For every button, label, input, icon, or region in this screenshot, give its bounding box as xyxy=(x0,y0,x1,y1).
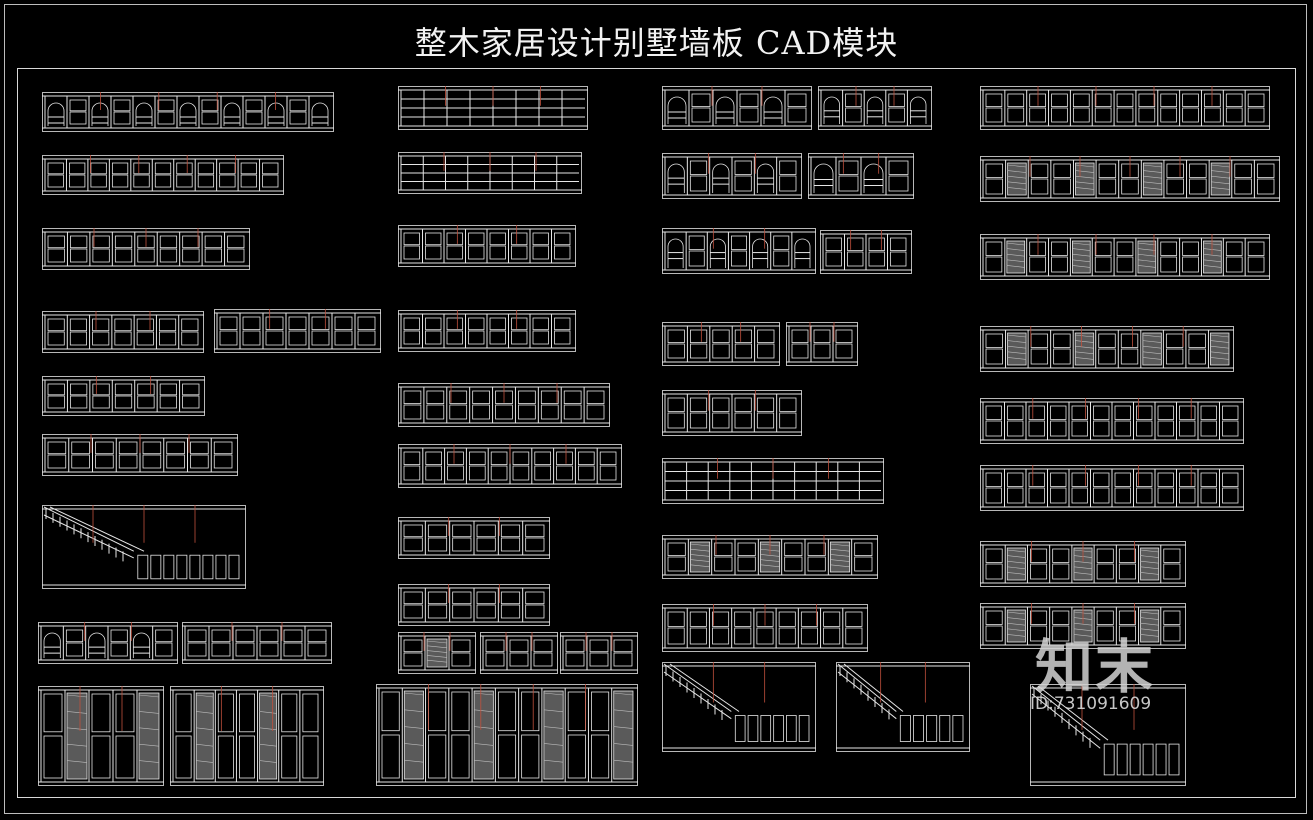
wall-elevation-21 xyxy=(398,632,476,674)
wall-elevation-13 xyxy=(398,86,588,130)
wall-elevation-35 xyxy=(662,535,878,579)
wall-elevation-18 xyxy=(398,444,622,488)
wall-elevation-37 xyxy=(662,662,816,752)
wall-elevation-16 xyxy=(398,310,576,352)
wall-elevation-45 xyxy=(980,541,1186,587)
wall-elevation-32 xyxy=(786,322,858,366)
wall-elevation-36 xyxy=(662,604,868,652)
wall-elevation-39 xyxy=(980,86,1270,130)
wall-elevation-31 xyxy=(662,322,780,366)
wall-elevation-44 xyxy=(980,465,1244,511)
wall-elevation-46 xyxy=(980,603,1186,649)
drawing-frame xyxy=(17,68,1296,798)
wall-elevation-15 xyxy=(398,225,576,267)
wall-elevation-33 xyxy=(662,390,802,436)
wall-elevation-3 xyxy=(42,228,250,270)
wall-elevation-26 xyxy=(818,86,932,130)
wall-elevation-42 xyxy=(980,326,1234,372)
wall-elevation-14 xyxy=(398,152,582,194)
wall-elevation-17 xyxy=(398,383,610,427)
wall-elevation-5 xyxy=(214,309,381,353)
wall-elevation-22 xyxy=(480,632,558,674)
wall-elevation-4 xyxy=(42,311,204,353)
wall-elevation-34 xyxy=(662,458,884,504)
wall-elevation-1 xyxy=(42,92,334,132)
wall-elevation-8 xyxy=(42,505,246,589)
wall-elevation-40 xyxy=(980,156,1280,202)
wall-elevation-9 xyxy=(38,622,178,664)
wall-elevation-19 xyxy=(398,517,550,559)
wall-elevation-2 xyxy=(42,155,284,195)
wall-elevation-47 xyxy=(1030,684,1186,786)
watermark-logo: 知末 xyxy=(1035,633,1156,701)
wall-elevation-28 xyxy=(808,153,914,199)
wall-elevation-10 xyxy=(182,622,332,664)
wall-elevation-7 xyxy=(42,434,238,476)
watermark-id: ID:731091609 xyxy=(1030,694,1152,714)
wall-elevation-38 xyxy=(836,662,970,752)
wall-elevation-27 xyxy=(662,153,802,199)
wall-elevation-43 xyxy=(980,398,1244,444)
wall-elevation-11 xyxy=(38,686,164,786)
wall-elevation-25 xyxy=(662,86,812,130)
wall-elevation-41 xyxy=(980,234,1270,280)
drawing-title: 整木家居设计别墅墙板 CAD模块 xyxy=(414,24,899,62)
wall-elevation-24 xyxy=(376,684,638,786)
wall-elevation-23 xyxy=(560,632,638,674)
wall-elevation-30 xyxy=(820,230,912,274)
wall-elevation-29 xyxy=(662,228,816,274)
sheet-outer-border xyxy=(4,4,1307,814)
wall-elevation-12 xyxy=(170,686,324,786)
wall-elevation-20 xyxy=(398,584,550,626)
wall-elevation-6 xyxy=(42,376,205,416)
